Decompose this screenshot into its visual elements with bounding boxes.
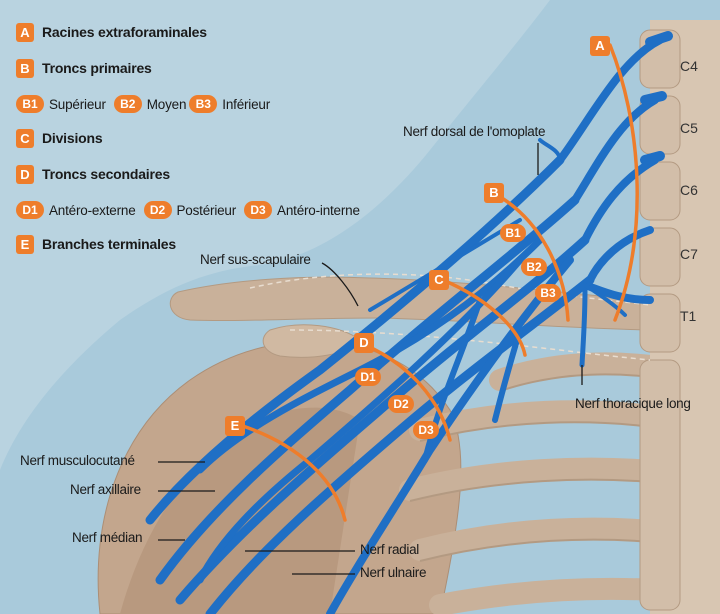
legend-label-b: Troncs primaires [42, 60, 152, 76]
badge-b: B [16, 58, 34, 78]
legend-label-e: Branches terminales [42, 236, 176, 252]
vertebra-c6: C6 [680, 182, 698, 198]
legend-item-a: A Racines extraforaminales [16, 22, 416, 42]
badge-a: A [16, 22, 34, 42]
legend-label-d2: Postérieur [176, 202, 237, 218]
vertebra-t1: T1 [680, 308, 697, 324]
vertebra-c7: C7 [680, 246, 698, 262]
badge-c: C [16, 128, 34, 148]
marker-e: E [225, 416, 245, 436]
label-ulnar: Nerf ulnaire [360, 565, 427, 580]
marker-b1: B1 [500, 224, 526, 242]
legend-label-d1: Antéro-externe [49, 202, 136, 218]
badge-b2: B2 [113, 95, 142, 113]
label-dorsal-scapular: Nerf dorsal de l'omoplate [403, 124, 546, 139]
label-suprascapular: Nerf sus-scapulaire [200, 252, 311, 267]
legend-item-d-sub: D1 Antéro-externe D2 Postérieur D3 Antér… [16, 200, 416, 220]
badge-d: D [16, 164, 34, 184]
badge-b1: B1 [16, 95, 44, 113]
legend-label-a: Racines extraforaminales [42, 24, 207, 40]
badge-d1: D1 [16, 201, 44, 219]
legend: A Racines extraforaminales B Troncs prim… [16, 22, 416, 270]
legend-item-d: D Troncs secondaires [16, 164, 416, 184]
legend-label-b1: Supérieur [49, 96, 106, 112]
legend-label-c: Divisions [42, 130, 103, 146]
legend-label-d3: Antéro-interne [277, 202, 360, 218]
marker-d3: D3 [413, 421, 439, 439]
marker-b2: B2 [521, 258, 547, 276]
humerus [120, 407, 360, 614]
spine [639, 20, 720, 614]
label-long-thoracic: Nerf thoracique long [575, 396, 691, 411]
label-median: Nerf médian [72, 530, 143, 545]
legend-label-d: Troncs secondaires [42, 166, 170, 182]
legend-label-b3: Inférieur [222, 96, 271, 112]
clavicle-outline-lower [289, 329, 651, 361]
marker-a: A [590, 36, 610, 56]
marker-d: D [354, 333, 374, 353]
badge-b3: B3 [189, 95, 218, 113]
label-axillary: Nerf axillaire [70, 482, 141, 497]
vertebra-c4: C4 [680, 58, 698, 74]
marker-c: C [429, 270, 449, 290]
marker-d2: D2 [388, 395, 414, 413]
marker-b3: B3 [535, 284, 561, 302]
label-musculocutaneous: Nerf musculocutané [20, 453, 135, 468]
marker-b: B [484, 183, 504, 203]
badge-d2: D2 [143, 201, 172, 219]
legend-item-b: B Troncs primaires [16, 58, 416, 78]
badge-d3: D3 [244, 201, 273, 219]
badge-e: E [16, 234, 34, 254]
marker-d1: D1 [355, 368, 381, 386]
legend-item-e: E Branches terminales [16, 234, 416, 254]
vertebra-c5: C5 [680, 120, 698, 136]
legend-item-c: C Divisions [16, 128, 416, 148]
section-arcs [238, 43, 639, 522]
legend-label-b2: Moyen [146, 96, 187, 112]
legend-item-b-sub: B1 Supérieur B2 Moyen B3 Inférieur [16, 94, 416, 114]
label-radial: Nerf radial [360, 542, 419, 557]
leader-lines [158, 143, 583, 575]
